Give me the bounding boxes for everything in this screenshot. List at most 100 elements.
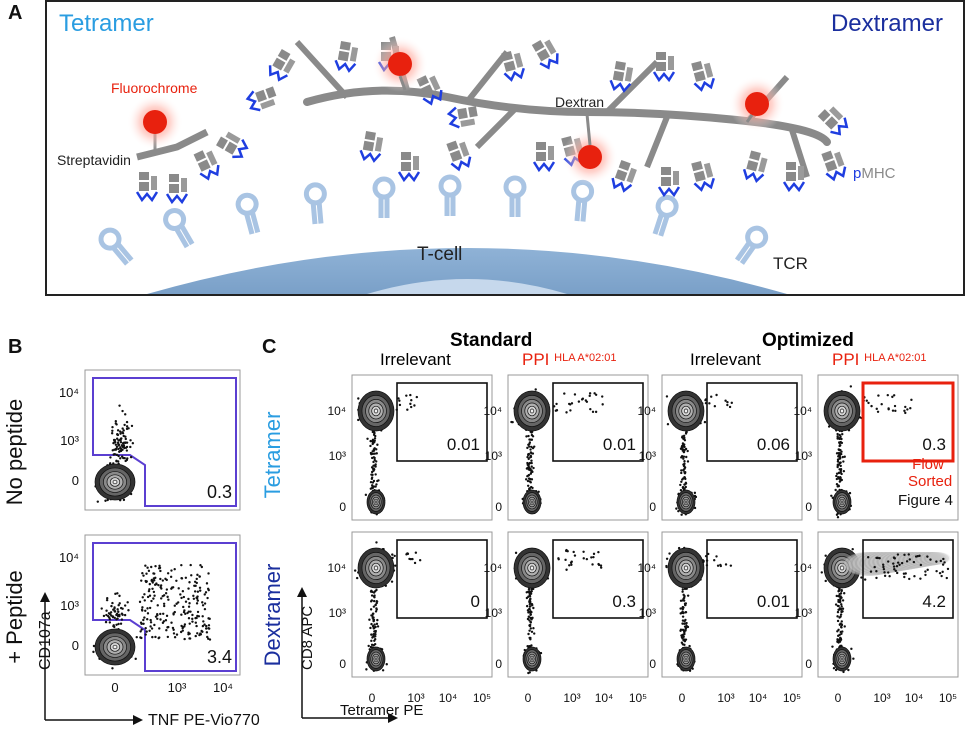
y-tick-label: 10⁴ bbox=[793, 404, 812, 418]
gate-value-2: 3.4 bbox=[207, 647, 232, 667]
density-contour-main bbox=[665, 546, 709, 589]
y-tick-label: 0 bbox=[649, 657, 656, 671]
gate-value: 0.01 bbox=[603, 435, 636, 454]
x-tick-label: 0 bbox=[835, 691, 842, 705]
x-tick-label: 10⁵ bbox=[939, 691, 957, 705]
x-tick-label: 10⁴ bbox=[213, 680, 233, 695]
row-label-plus-peptide: + Peptide bbox=[2, 570, 27, 664]
gate-box bbox=[706, 382, 798, 462]
density-contour-low bbox=[831, 645, 855, 674]
fluorochrome-dots bbox=[127, 36, 785, 185]
plot-frame bbox=[661, 531, 803, 678]
density-contour-main bbox=[513, 547, 551, 589]
plot-frame bbox=[817, 531, 959, 678]
panel-a-frame: Tetramer Dextramer Fluorochrome Streptav… bbox=[45, 0, 965, 296]
flow-text: Flow bbox=[912, 456, 944, 473]
gate-box bbox=[862, 539, 954, 619]
row-label-no-peptide: No peptide bbox=[2, 398, 27, 506]
y-tick-label: 10³ bbox=[485, 606, 502, 620]
group-label-standard: Standard bbox=[450, 330, 533, 351]
gate-value: 0.3 bbox=[922, 435, 946, 454]
y-tick-label: 0 bbox=[72, 473, 79, 488]
event-dots-2 bbox=[100, 592, 130, 635]
y-tick-label: 10³ bbox=[795, 606, 812, 620]
sorted-gate bbox=[861, 381, 955, 463]
y-axis-label: CD8 APC bbox=[299, 606, 316, 670]
y-tick-label: 10³ bbox=[60, 433, 79, 448]
x-tick-label: 10⁵ bbox=[473, 691, 491, 705]
density-contour-main bbox=[665, 390, 707, 432]
x-tick-label: 10⁴ bbox=[595, 691, 614, 705]
fluorochrome-label: Fluorochrome bbox=[111, 80, 198, 96]
gate-value: 0.3 bbox=[612, 592, 636, 611]
gate-outline bbox=[92, 542, 237, 672]
sorted-text: Sorted bbox=[908, 473, 953, 490]
positive-dots bbox=[704, 393, 733, 409]
x-axis-label: TNF PE-Vio770 bbox=[148, 712, 260, 729]
x-tick-label: 10³ bbox=[717, 691, 734, 705]
col-label-ppi-2: PPI HLA A*02:01 bbox=[832, 350, 927, 370]
x-tick-label: 10³ bbox=[168, 680, 187, 695]
y-tick-label: 10⁴ bbox=[59, 550, 79, 565]
panel-c-row-label-1-box: Tetramer bbox=[258, 375, 288, 535]
panel-c-row-label-2-box: Dextramer bbox=[258, 535, 288, 695]
gate-box bbox=[706, 539, 798, 619]
event-dots bbox=[109, 404, 135, 465]
pmhc-mhc: MHC bbox=[861, 165, 896, 182]
y-tick-label: 0 bbox=[805, 657, 812, 671]
y-tick-label: 10³ bbox=[329, 449, 346, 463]
positive-dots bbox=[395, 393, 419, 411]
hla-text-1: HLA A*02:01 bbox=[554, 352, 617, 364]
y-tick-label: 10³ bbox=[329, 606, 346, 620]
gate-value: 0 bbox=[471, 592, 480, 611]
x-tick-label: 0 bbox=[111, 680, 118, 695]
plot-frame bbox=[817, 374, 959, 521]
gate-box bbox=[396, 539, 488, 619]
density-contour-low bbox=[522, 645, 543, 675]
gate-value: 0.01 bbox=[757, 592, 790, 611]
x-tick-label: 10⁵ bbox=[783, 691, 801, 705]
y-tick-label: 10⁴ bbox=[59, 385, 79, 400]
x-tick-label: 10³ bbox=[563, 691, 580, 705]
col-label-irrelevant-2: Irrelevant bbox=[690, 350, 761, 369]
gate-box bbox=[552, 382, 644, 462]
x-tick-label: 10⁴ bbox=[905, 691, 924, 705]
y-tick-label: 10⁴ bbox=[327, 404, 346, 418]
t-cell-label: T-cell bbox=[417, 244, 463, 265]
y-axis-label: CD107a bbox=[37, 611, 54, 670]
positive-dots bbox=[862, 393, 913, 415]
plot-frame bbox=[351, 531, 493, 678]
y-tick-label: 10⁴ bbox=[793, 561, 812, 575]
density-contour-low bbox=[364, 489, 386, 516]
panel-b-letter: B bbox=[8, 336, 23, 358]
x-tick-label: 0 bbox=[369, 691, 376, 705]
density-contour-main bbox=[823, 385, 863, 432]
dextramer-title: Dextramer bbox=[830, 10, 943, 37]
gate-value: 4.2 bbox=[922, 592, 946, 611]
t-cell-body bbox=[147, 248, 787, 294]
density-contour-low bbox=[365, 642, 388, 672]
positive-dots bbox=[557, 548, 603, 571]
density-contour-main bbox=[357, 390, 395, 440]
y-axis-arrow-head bbox=[40, 592, 50, 602]
tcr-label: TCR bbox=[773, 254, 808, 273]
col-label-irrelevant-1: Irrelevant bbox=[380, 350, 451, 369]
gate-box bbox=[396, 382, 488, 462]
density-contour bbox=[92, 628, 143, 670]
row-label-tetramer: Tetramer bbox=[260, 411, 285, 499]
plot-frame bbox=[507, 531, 649, 678]
panel-b-row-label-1-box: No peptide bbox=[0, 370, 30, 535]
pmhc-label: pMHC bbox=[853, 165, 896, 182]
y-tick-label: 0 bbox=[495, 657, 502, 671]
density-contour-main bbox=[353, 541, 396, 589]
ppi-text-2: PPI bbox=[832, 350, 860, 369]
plot-frame bbox=[84, 534, 241, 676]
